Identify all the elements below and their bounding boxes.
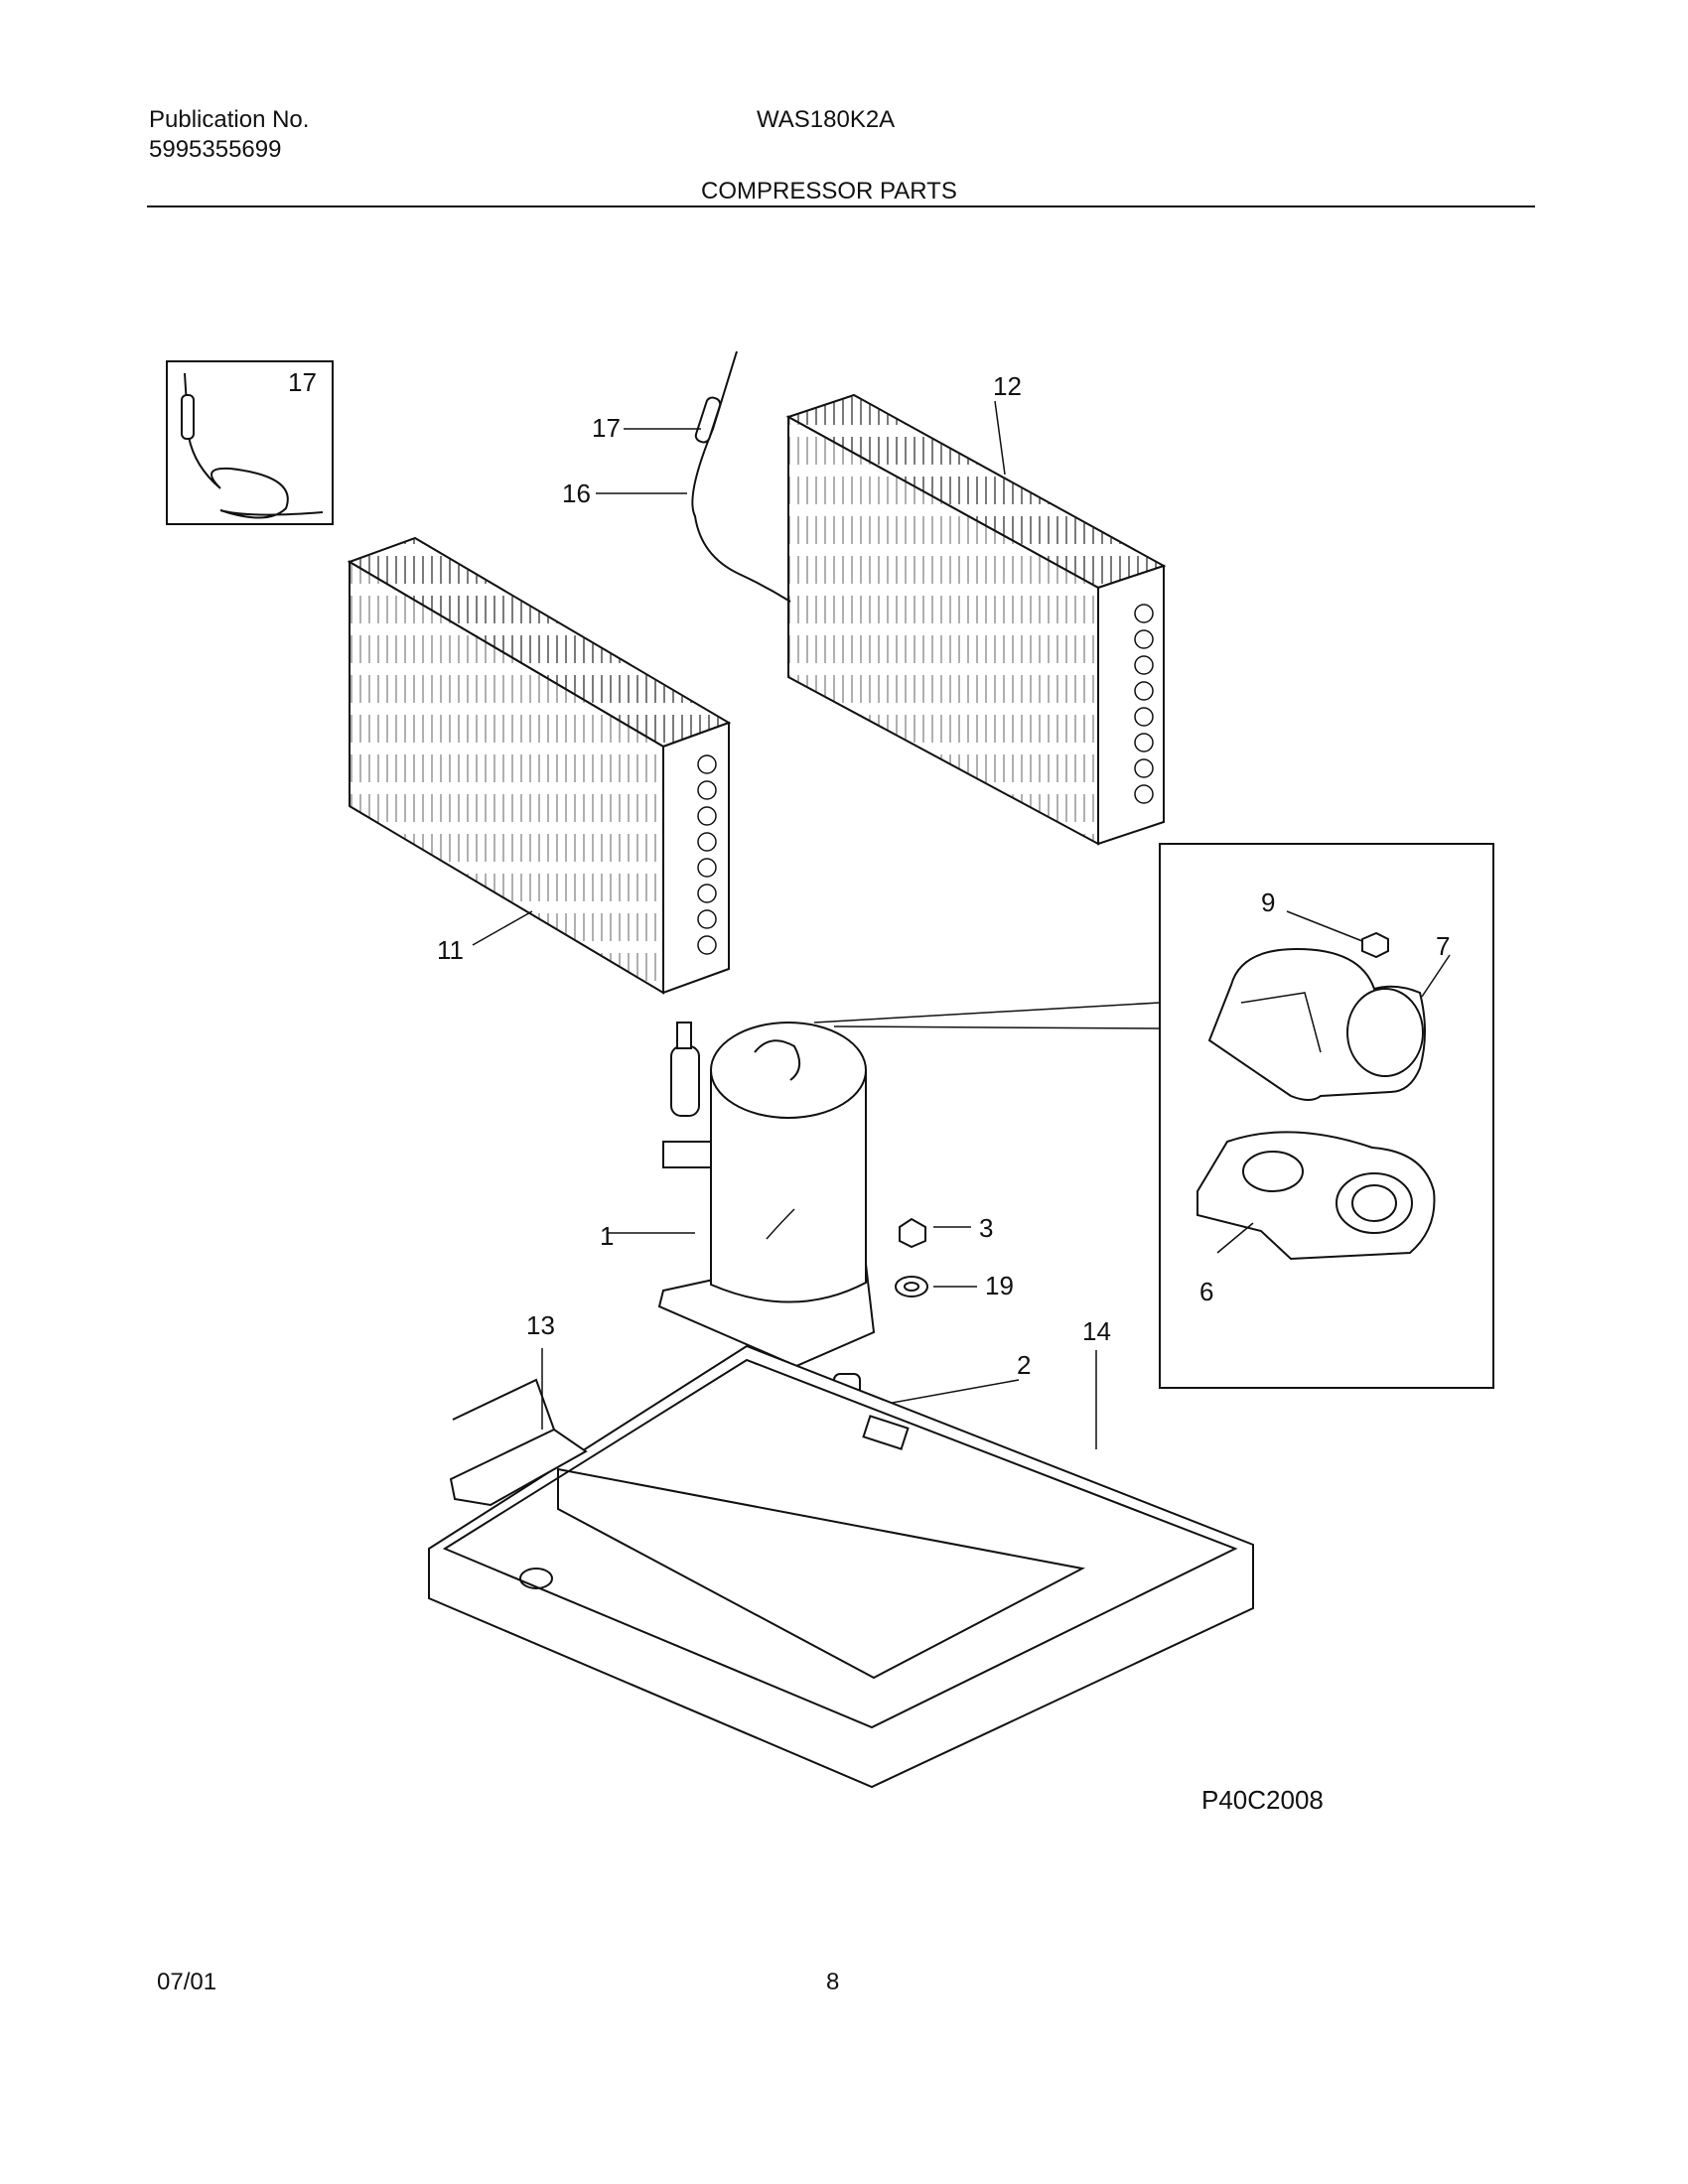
capillary-inset: 17 (166, 360, 334, 525)
figure-code: P40C2008 (1201, 1785, 1324, 1815)
coil-11: 11 (347, 536, 732, 995)
callout-14: 14 (1082, 1316, 1111, 1346)
publication-label: Publication No. (149, 106, 310, 133)
page-number: 8 (826, 1969, 840, 1995)
footer-date: 07/01 (157, 1969, 217, 1995)
callout-17: 17 (592, 413, 621, 443)
compressor: 1 2 3 19 (600, 1022, 1031, 1415)
callout-7: 7 (1436, 931, 1450, 961)
callout-6: 6 (1199, 1277, 1213, 1306)
model-number: WAS180K2A (757, 106, 896, 133)
callout-2: 2 (1017, 1350, 1031, 1380)
coil-12: 12 (785, 371, 1167, 846)
callout-3: 3 (979, 1213, 993, 1243)
publication-number: 5995355699 (149, 136, 282, 163)
callout-13: 13 (526, 1310, 555, 1340)
callout-12: 12 (993, 371, 1022, 401)
callout-9: 9 (1261, 887, 1275, 917)
section-title: COMPRESSOR PARTS (701, 178, 957, 205)
callout-19: 19 (985, 1271, 1014, 1300)
callout-17-inset: 17 (288, 367, 317, 397)
callout-16: 16 (562, 478, 591, 508)
header-rule (147, 205, 1535, 207)
terminal-cover-inset: 9 7 6 (813, 843, 1494, 1389)
capillary-tube: 17 16 (562, 350, 791, 603)
callout-1: 1 (600, 1221, 614, 1251)
callout-11: 11 (437, 935, 464, 965)
base-pan: 13 14 (428, 1310, 1254, 1789)
